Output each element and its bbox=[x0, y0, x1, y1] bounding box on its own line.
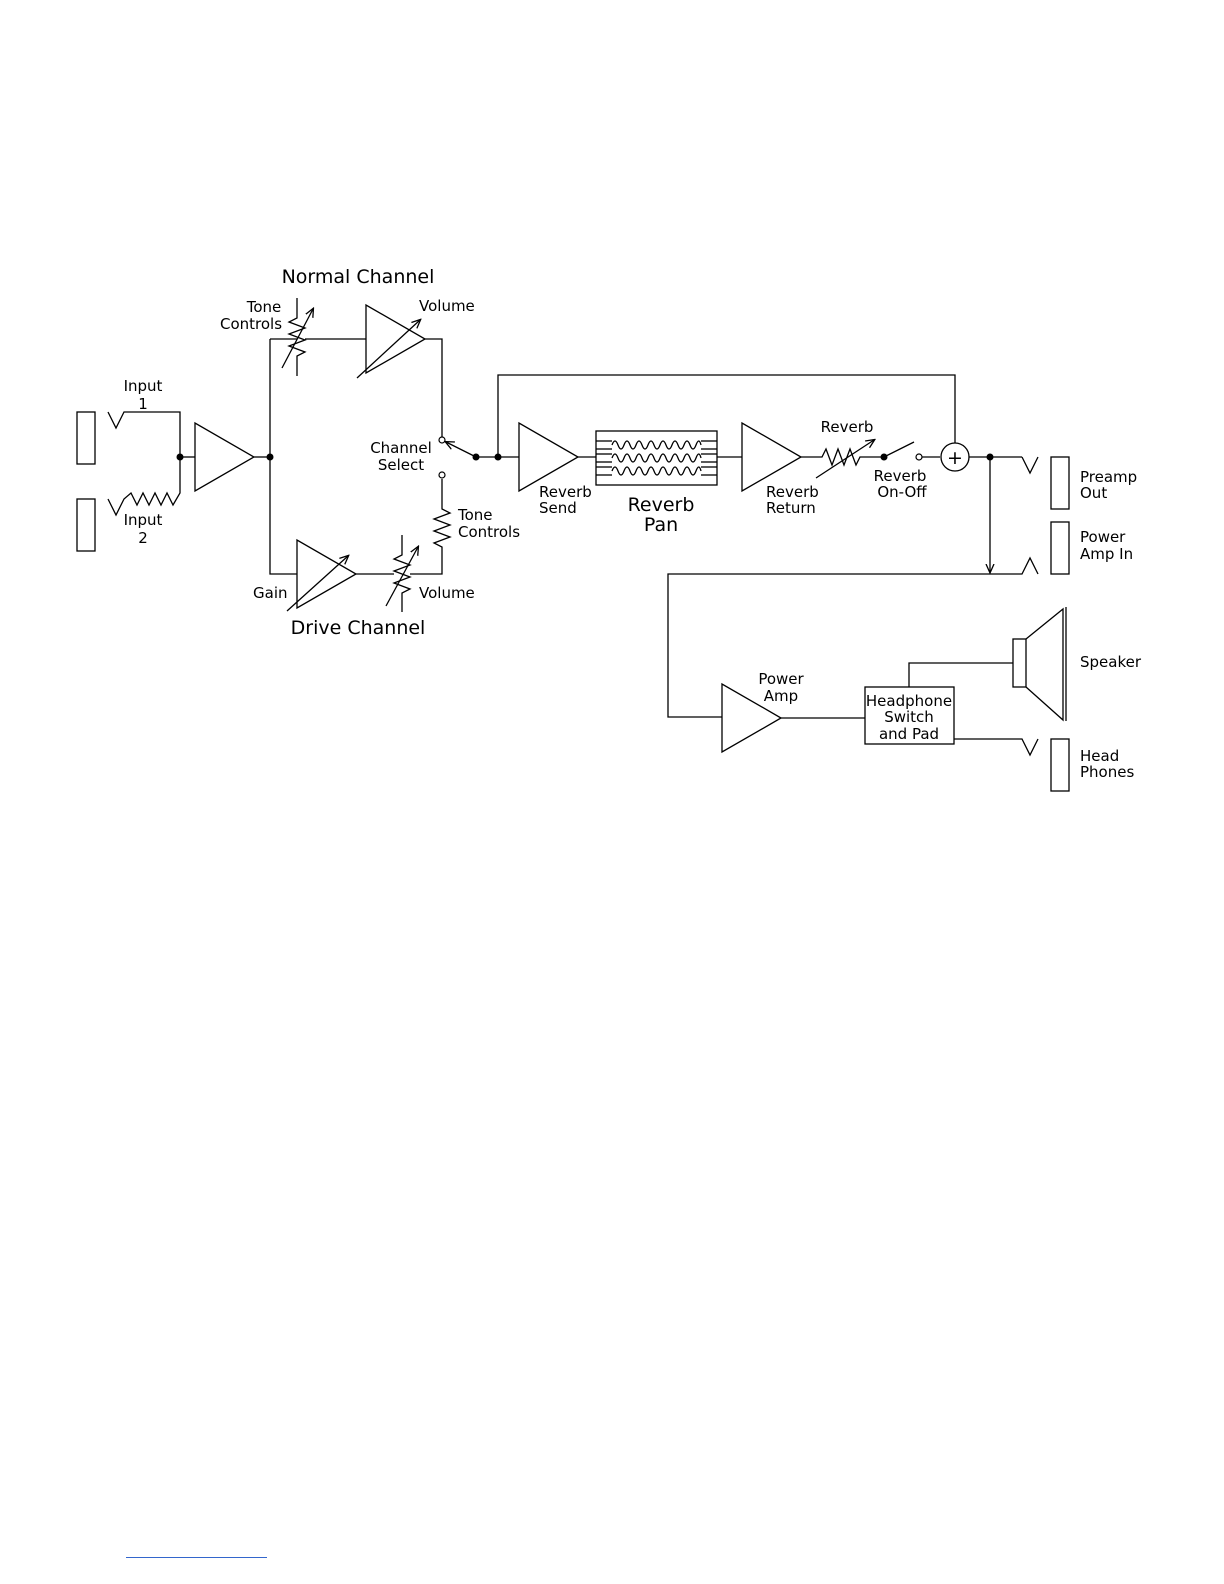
reverb-return-label-2: Return bbox=[766, 499, 816, 517]
reverb-return-amp bbox=[742, 423, 801, 491]
normal-to-select-wire bbox=[425, 339, 442, 437]
drive-tone-resistor bbox=[410, 479, 450, 574]
input-2-number: 2 bbox=[138, 529, 148, 547]
drive-tone-label-2: Controls bbox=[458, 523, 520, 541]
dry-bypass-wire bbox=[498, 375, 955, 457]
reverb-springs bbox=[596, 441, 717, 475]
input-1-number: 1 bbox=[138, 395, 148, 413]
channel-select-label: Channel bbox=[370, 439, 432, 457]
gain-label: Gain bbox=[253, 584, 288, 602]
channel-select-switch bbox=[446, 442, 476, 457]
power-amp-label: Power bbox=[758, 670, 804, 688]
drive-select-contact bbox=[439, 472, 445, 478]
power-amp-in-label-2: Amp In bbox=[1080, 545, 1133, 563]
reverb-pot-label: Reverb bbox=[821, 418, 874, 436]
headphone-switch-label-3: and Pad bbox=[879, 725, 939, 743]
reverb-send-label-2: Send bbox=[539, 499, 577, 517]
normal-tone-label: Tone bbox=[246, 298, 282, 316]
channel-select-label-2: Select bbox=[378, 456, 424, 474]
power-amp-in-label: Power bbox=[1080, 528, 1126, 546]
speaker-cone bbox=[1026, 609, 1063, 720]
normal-volume-amp bbox=[366, 305, 425, 373]
normal-tone-resistor bbox=[289, 298, 305, 376]
head-phones-jack bbox=[1051, 739, 1069, 791]
input-2-jack bbox=[77, 499, 95, 551]
input-1-label: Input bbox=[124, 377, 163, 395]
reverb-pan-label-2: Pan bbox=[644, 514, 678, 536]
normal-channel-title: Normal Channel bbox=[282, 266, 435, 288]
drive-volume-resistor bbox=[394, 535, 410, 612]
head-phones-label-2: Phones bbox=[1080, 763, 1134, 781]
normal-tone-label-2: Controls bbox=[220, 315, 282, 333]
input-2-label: Input bbox=[124, 511, 163, 529]
sum-symbol: + bbox=[947, 447, 963, 469]
normal-volume-label: Volume bbox=[419, 297, 475, 315]
drive-volume-label: Volume bbox=[419, 584, 475, 602]
preamp-out-label-2: Out bbox=[1080, 484, 1107, 502]
preamp-out-jack bbox=[1051, 457, 1069, 509]
speaker-label: Speaker bbox=[1080, 653, 1142, 671]
reverb-pan-box bbox=[596, 431, 717, 485]
footer-rule bbox=[126, 1557, 267, 1558]
headphone-out-wire bbox=[954, 739, 1038, 755]
preamp-out-jack-tip bbox=[1022, 457, 1038, 473]
input-1-jack bbox=[77, 412, 95, 464]
input-1-tip-wire bbox=[108, 412, 180, 457]
reverb-onoff-label-2: On-Off bbox=[877, 483, 927, 501]
power-amp-label-2: Amp bbox=[764, 687, 798, 705]
reverb-send-amp bbox=[519, 423, 578, 491]
reverb-level-wiper bbox=[816, 440, 874, 478]
reverb-switch-contact bbox=[916, 454, 922, 460]
reverb-onoff-switch bbox=[884, 442, 914, 457]
input-preamp-triangle bbox=[195, 423, 254, 491]
headphone-to-speaker-wire bbox=[909, 663, 1013, 687]
drive-gain-amp bbox=[297, 540, 356, 608]
headphone-switch-label-2: Switch bbox=[884, 708, 934, 726]
drive-channel-title: Drive Channel bbox=[291, 617, 426, 639]
drive-tone-label: Tone bbox=[457, 506, 493, 524]
reverb-pan-label: Reverb bbox=[628, 494, 695, 516]
reverb-level-resistor bbox=[801, 449, 884, 465]
normal-select-contact bbox=[439, 437, 445, 443]
power-amp-in-jack bbox=[1051, 522, 1069, 574]
drive-channel-feed bbox=[270, 457, 297, 574]
speaker-magnet bbox=[1013, 639, 1026, 687]
input-2-resistor bbox=[108, 457, 180, 515]
